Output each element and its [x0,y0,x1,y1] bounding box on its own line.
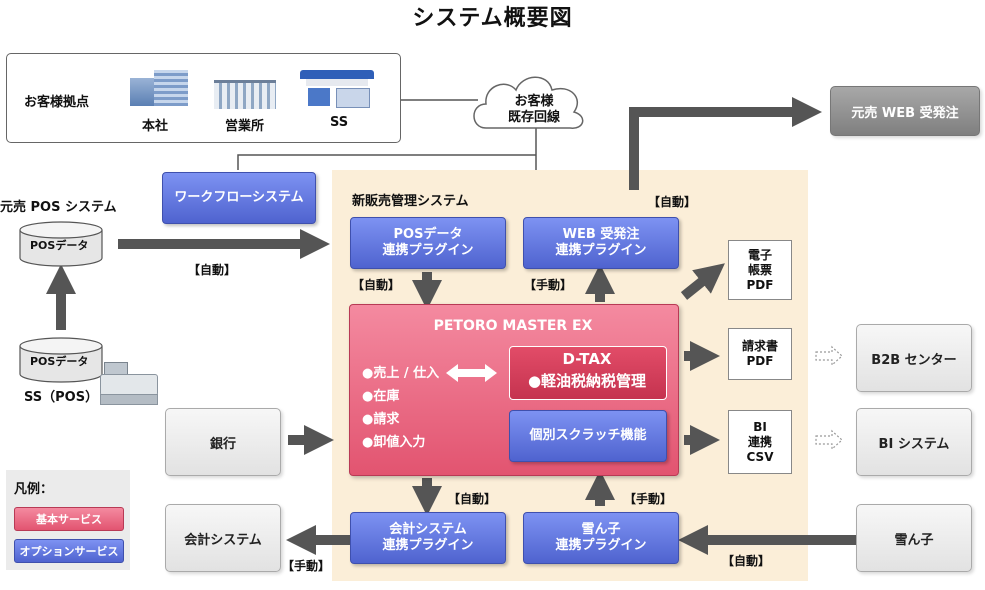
bi-system: BI システム [856,408,972,476]
arrow-core-to-ledger [680,263,725,300]
web-plugin-line2: 連携プラグイン [555,243,647,258]
yukinko-plugin: 雪ん子 連携プラグイン [523,512,679,564]
yukinko-plugin-line1: 雪ん子 [581,522,621,537]
pos-db-label: POSデータ [30,239,89,252]
cloud-line1: お客様 [514,94,554,109]
pos-data-plugin: POSデータ 連携プラグイン [350,217,506,269]
pos-plugin-line2: 連携プラグイン [382,243,474,258]
dtax-module [509,346,667,400]
label-manual-web: 【手動】 [524,278,573,292]
doc-invoice-line2: PDF [746,354,774,368]
label-auto-posplugin: 【自動】 [352,278,401,292]
pos-plugin-line1: POSデータ [393,227,463,242]
doc-bi-line3: CSV [746,449,774,464]
core-item-billing: ●請求 [362,412,400,427]
doc-invoice-pdf: 請求書 PDF [728,328,792,380]
site-branch: 営業所 [225,119,265,134]
doc-bi-line1: BI [753,419,767,434]
legend-basic-service: 基本サービス [14,507,124,531]
doc-ledger-line3: PDF [746,277,774,292]
account-plugin-line1: 会計システム [389,522,467,537]
customer-sites-box [6,53,401,143]
dtax-subtitle: ●軽油税納税管理 [527,372,647,390]
cloud-icon [473,76,584,129]
account-plugin-line2: 連携プラグイン [382,538,474,553]
cloud-line2: 既存回線 [507,110,560,125]
branch-office-building-icon [214,76,276,109]
doc-invoice-line1: 請求書 [741,339,778,353]
arrow-web-to-mototuri [629,97,822,190]
accounting-system: 会計システム [165,504,281,572]
pos-system-title: 元売 POS システム [0,200,117,215]
doc-bi-csv: BI 連携 CSV [728,410,792,474]
ss-pos-label: SS（POS） [24,390,99,405]
mototuri-web-order: 元売 WEB 受発注 [830,86,980,136]
label-auto-pos: 【自動】 [188,263,237,277]
doc-bi-line2: 連携 [747,434,772,449]
head-office-building-icon [130,70,188,106]
web-plugin-line1: WEB 受発注 [562,227,640,242]
web-order-plugin: WEB 受発注 連携プラグイン [523,217,679,269]
label-auto-account: 【自動】 [448,492,497,506]
core-title: PETORO MASTER EX [433,318,593,334]
site-head-office: 本社 [142,119,169,134]
doc-ledger-line1: 電子 [747,247,772,262]
core-item-wholesale: ●卸値入力 [362,435,426,450]
legend-option-service: オプションサービス [14,539,124,563]
label-manual-accounting: 【手動】 [282,559,331,573]
bank-system: 銀行 [165,408,281,476]
yukinko-system: 雪ん子 [856,504,972,572]
doc-ledger-line2: 帳票 [747,262,772,277]
gas-station-icon [300,70,374,108]
diagram-title: システム概要図 [412,6,573,31]
legend-title: 凡例： [14,482,54,497]
yukinko-plugin-line2: 連携プラグイン [555,538,647,553]
customer-label: お客様拠点 [24,95,90,110]
scratch-module: 個別スクラッチ機能 [509,410,667,462]
dtax-title: D-TAX [562,350,612,368]
accounting-plugin: 会計システム 連携プラグイン [350,512,506,564]
core-item-stock: ●在庫 [362,389,400,404]
label-auto-yukinko: 【自動】 [722,554,771,568]
label-auto-web: 【自動】 [648,195,697,209]
core-item-sales: ●売上 / 仕入 [362,366,440,381]
label-manual-yukinko: 【手動】 [624,492,673,506]
doc-ledger-pdf: 電子 帳票 PDF [728,240,792,300]
site-ss: SS [330,115,349,130]
ss-pos-db-label: POSデータ [30,355,89,368]
b2b-center: B2B センター [856,324,972,392]
cash-register-icon [100,362,158,405]
panel-title: 新販売管理システム [352,194,469,209]
workflow-system: ワークフローシステム [162,172,316,224]
